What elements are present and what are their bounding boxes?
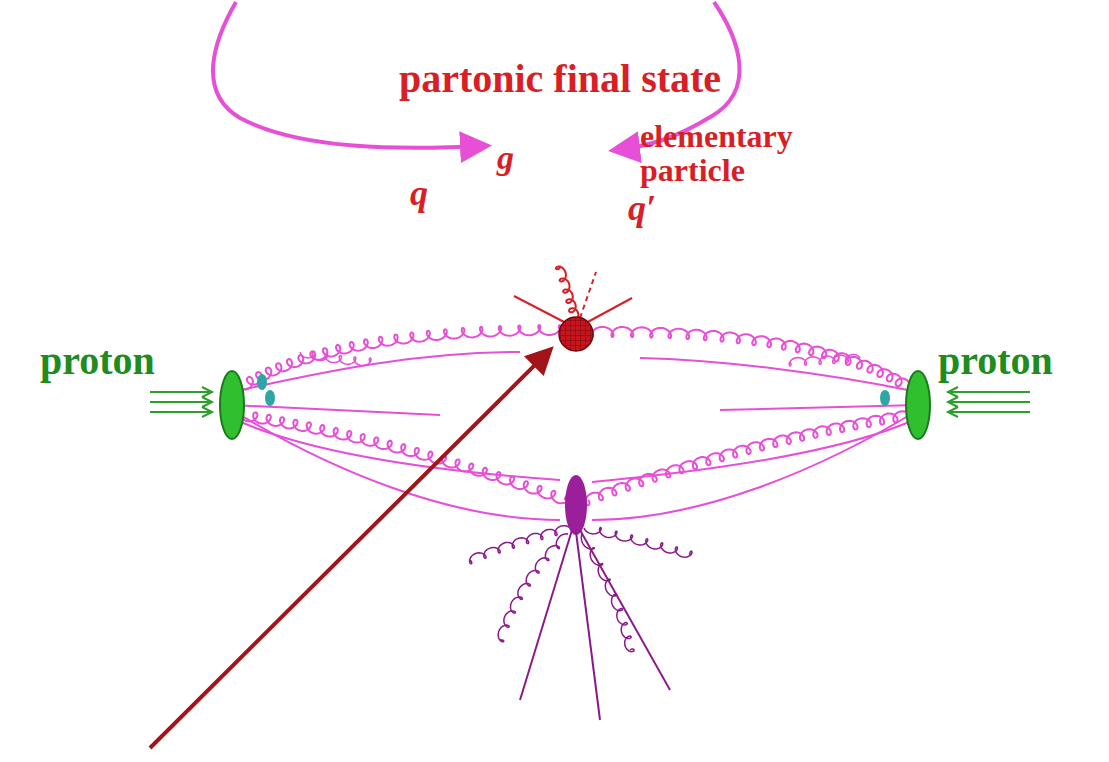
gluon-line xyxy=(498,534,568,642)
symbol-label: q′ xyxy=(628,190,656,228)
gluon-line xyxy=(789,355,860,367)
gluon-line xyxy=(470,526,570,564)
spectator xyxy=(257,374,267,390)
proton-blob xyxy=(906,371,930,439)
proton-label: proton xyxy=(40,340,155,382)
symbol-label: q xyxy=(410,175,428,213)
gluon-line xyxy=(585,411,910,505)
gluon-line xyxy=(240,325,561,390)
elementary-particle-line xyxy=(580,272,596,318)
spectator xyxy=(880,390,890,406)
gluon-line xyxy=(584,528,692,558)
gluon-line xyxy=(556,267,578,320)
gluon-line xyxy=(300,351,371,365)
radiation-line xyxy=(520,530,670,720)
quark-line xyxy=(514,296,568,324)
symbol-label: g xyxy=(497,140,514,176)
spectator xyxy=(265,390,275,406)
proton-blob xyxy=(220,371,244,439)
pointer-arrow xyxy=(150,352,548,748)
quark-line xyxy=(584,298,632,324)
heading-label: partonic final state xyxy=(399,58,721,100)
gluon-line xyxy=(240,413,569,504)
underlying-event xyxy=(565,475,587,535)
gluon-line xyxy=(591,327,910,388)
proton-label: proton xyxy=(938,340,1053,382)
particle-label: elementary particle xyxy=(640,120,815,187)
hard-process xyxy=(559,317,593,351)
